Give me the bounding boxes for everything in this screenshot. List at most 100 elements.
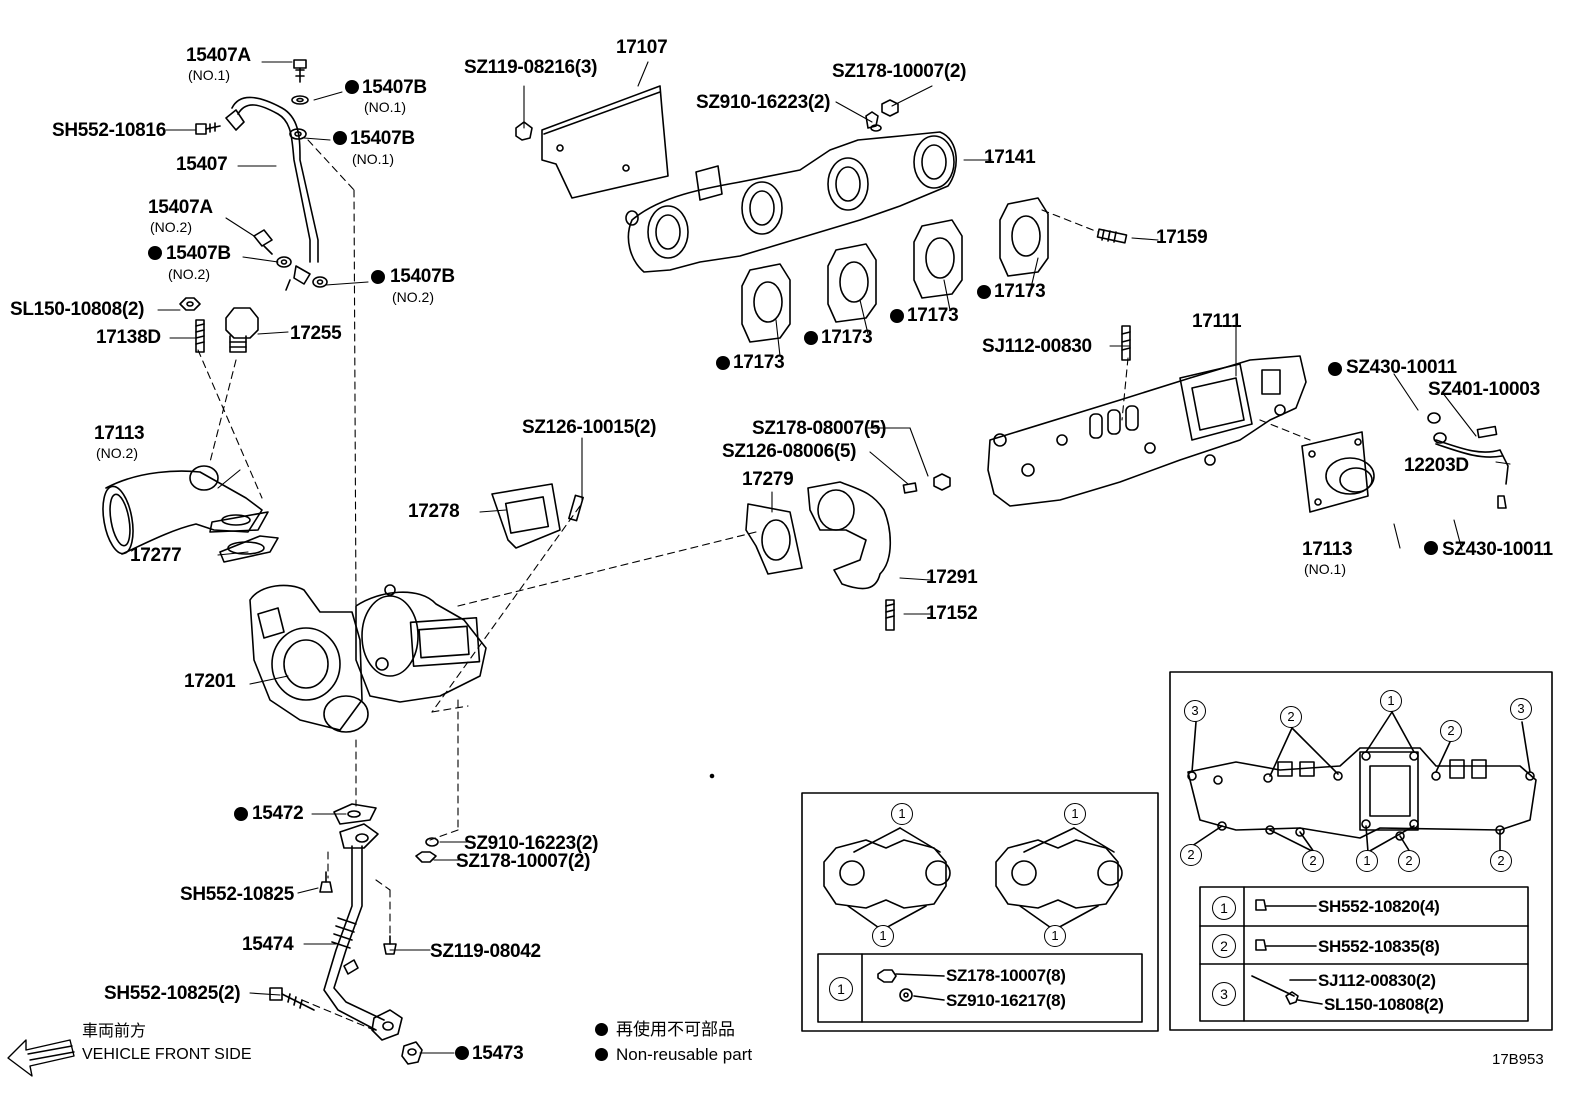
dashed-lines xyxy=(197,139,1311,1031)
turbocharger-17201 xyxy=(249,584,487,733)
label-15407B-1-sub: (NO.1) xyxy=(364,99,406,115)
label-15407A-no1-sub: (NO.1) xyxy=(188,67,230,83)
label-SZ126-08006: SZ126-08006(5) xyxy=(722,441,857,462)
label-15407: 15407 xyxy=(176,154,228,175)
table-left-row2: SZ910-16217(8) xyxy=(946,991,1066,1010)
heat-shield-17107 xyxy=(515,85,669,199)
label-SL150-10808: SL150-10808(2) xyxy=(10,299,145,320)
label-15474: 15474 xyxy=(242,934,294,955)
label-SJ112-00830: SJ112-00830 xyxy=(982,336,1092,357)
label-SZ126-10015: SZ126-10015(2) xyxy=(522,417,657,438)
legend-dot xyxy=(595,1023,608,1036)
table-right-row-num: 3 xyxy=(1212,982,1236,1006)
callout-circle: 1 xyxy=(1064,803,1086,825)
label-17201: 17201 xyxy=(184,671,236,692)
nonreusable-dot xyxy=(455,1046,469,1060)
label-15407B-4-sub: (NO.2) xyxy=(392,289,434,305)
callout-circle: 1 xyxy=(1044,925,1066,947)
nonreusable-dot xyxy=(148,246,162,260)
table-left-row1: SZ178-10007(8) xyxy=(946,966,1066,985)
label-15407B-2-sub: (NO.1) xyxy=(352,151,394,167)
label-17113-no2-sub: (NO.2) xyxy=(96,445,138,461)
callout-circle: 2 xyxy=(1302,850,1324,872)
callout-circle: 2 xyxy=(1280,706,1302,728)
label-15407A-no2: 15407A xyxy=(148,197,213,218)
oil-pipe-15407 xyxy=(225,96,319,291)
label-SZ910-16223-bot: SZ910-16223(2) xyxy=(464,833,599,854)
label-17138D: 17138D xyxy=(96,327,161,348)
label-15407A-no2-sub: (NO.2) xyxy=(150,219,192,235)
callout-circle: 1 xyxy=(829,977,853,1001)
nonreusable-dot xyxy=(804,331,818,345)
sensor-12203D xyxy=(1427,412,1509,509)
label-17152: 17152 xyxy=(926,603,978,624)
gasket-17279 xyxy=(745,503,803,575)
label-SZ178-10007-bot: SZ178-10007(2) xyxy=(456,851,591,872)
label-15407B-4: 15407B xyxy=(390,266,455,287)
nonreusable-dot xyxy=(371,270,385,284)
oil-pipe-15474 xyxy=(323,823,423,1065)
label-15407A-no1: 15407A xyxy=(186,45,251,66)
legend-en: Non-reusable part xyxy=(616,1045,753,1064)
callout-circle: 1 xyxy=(1380,690,1402,712)
label-SZ401-10003: SZ401-10003 xyxy=(1428,379,1540,400)
nonreusable-dot xyxy=(1328,362,1342,376)
leader-lines xyxy=(157,61,1511,1054)
label-SZ119-08042: SZ119-08042 xyxy=(430,941,541,962)
label-17111: 17111 xyxy=(1192,311,1242,332)
label-SZ178-08007: SZ178-08007(5) xyxy=(752,418,887,439)
label-17173-b: 17173 xyxy=(821,327,873,348)
label-SH552-10825: SH552-10825 xyxy=(180,884,294,905)
nonreusable-dot xyxy=(333,131,347,145)
label-17278: 17278 xyxy=(408,501,460,522)
label-15407B-3-sub: (NO.2) xyxy=(168,266,210,282)
label-15407B-2: 15407B xyxy=(350,128,415,149)
label-17277: 17277 xyxy=(130,545,182,566)
nonreusable-dot xyxy=(890,309,904,323)
detail-box-right xyxy=(1169,671,1553,1031)
label-SZ430-10011-b: SZ430-10011 xyxy=(1442,539,1553,560)
diagram-code: 17B953 xyxy=(1492,1051,1544,1068)
nonreusable-dot xyxy=(977,285,991,299)
gasket-15472 xyxy=(333,803,377,825)
label-SZ430-10011-a: SZ430-10011 xyxy=(1346,357,1457,378)
label-17173-c: 17173 xyxy=(907,305,959,326)
stud-17159 xyxy=(1096,228,1128,244)
label-17113-no1: 17113 xyxy=(1302,539,1353,560)
bolts-bottom xyxy=(269,837,439,1011)
label-17107: 17107 xyxy=(616,37,668,58)
table-right-row-num: 1 xyxy=(1212,896,1236,920)
nonreusable-dot xyxy=(234,807,248,821)
label-17113-no1-sub: (NO.1) xyxy=(1304,561,1346,577)
gasket-17277 xyxy=(219,535,279,563)
front-side-en: VEHICLE FRONT SIDE xyxy=(82,1046,252,1063)
callout-circle: 1 xyxy=(891,803,913,825)
label-17291: 17291 xyxy=(926,567,978,588)
label-SZ910-16223-top: SZ910-16223(2) xyxy=(696,92,831,113)
bolts-top-left xyxy=(179,59,328,353)
label-17279: 17279 xyxy=(742,469,794,490)
nonreusable-dot xyxy=(1424,541,1438,555)
table-right-row3-part1: SJ112-00830(2) xyxy=(1318,971,1436,990)
label-12203D: 12203D xyxy=(1404,455,1469,476)
label-15407B-1: 15407B xyxy=(362,77,427,98)
label-17159: 17159 xyxy=(1156,227,1208,248)
elbow-17291 xyxy=(807,473,951,631)
callout-circle: 2 xyxy=(1180,844,1202,866)
callout-circle: 1 xyxy=(872,925,894,947)
intake-manifold-17111 xyxy=(987,325,1307,507)
gaskets-17173 xyxy=(741,197,1049,343)
legend-jp: 再使用不可部品 xyxy=(616,1020,735,1039)
elbow-17113-no2 xyxy=(102,465,269,555)
nonreusable-dot xyxy=(716,356,730,370)
gasket-17278 xyxy=(491,483,584,549)
label-17173-d: 17173 xyxy=(994,281,1046,302)
label-SZ119-08216: SZ119-08216(3) xyxy=(464,57,598,78)
table-right-row-num: 2 xyxy=(1212,934,1236,958)
table-right-row2-part: SH552-10835(8) xyxy=(1318,937,1440,956)
label-15473: 15473 xyxy=(472,1043,524,1064)
callout-circle: 2 xyxy=(1398,850,1420,872)
callout-circle: 2 xyxy=(1440,720,1462,742)
